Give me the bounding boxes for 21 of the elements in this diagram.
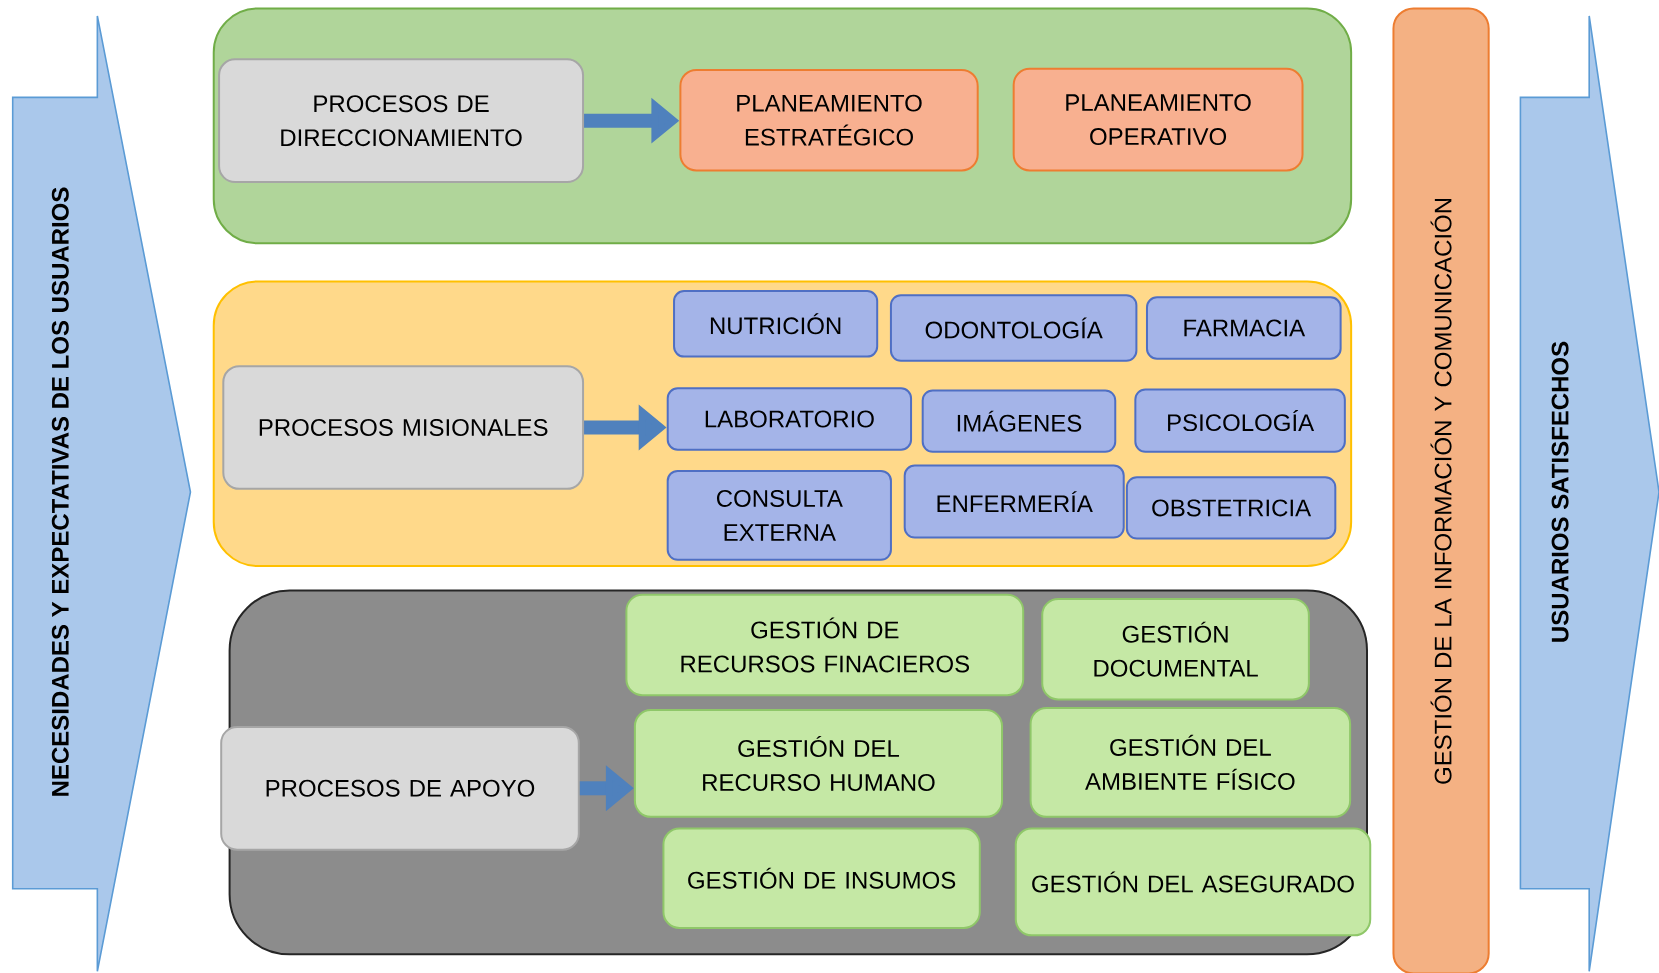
process-box: NUTRICIÓN [673,289,879,358]
process-box: GESTIÓN DEL ASEGURADO [1014,827,1372,937]
process-box: PROCESOS DE APOYO [220,725,580,851]
process-box: IMÁGENES [921,389,1117,453]
process-box: PROCESOS DE DIRECCIONAMIENTO [218,58,585,183]
process-box: FARMACIA [1146,296,1342,360]
process-box: PLANEAMIENTO ESTRATÉGICO [679,68,979,172]
side-bar: GESTIÓN DE LA INFORMACIÓN Y COMUNICACIÓN [1392,7,1490,973]
process-box: GESTIÓN DE INSUMOS [662,827,981,929]
process-box: PROCESOS MISIONALES [222,364,585,490]
process-box: GESTIÓN DE RECURSOS FINACIEROS [625,593,1025,696]
process-box: GESTIÓN DEL AMBIENTE FÍSICO [1029,706,1352,818]
process-box: GESTIÓN DOCUMENTAL [1041,597,1310,701]
process-box: CONSULTA EXTERNA [666,469,892,561]
process-box: LABORATORIO [666,387,913,451]
process-box: PSICOLOGÍA [1134,388,1346,453]
process-box: ODONTOLOGÍA [889,294,1138,362]
process-box: ENFERMERÍA [903,464,1125,539]
process-box: OBSTETRICIA [1125,476,1337,540]
process-box: PLANEAMIENTO OPERATIVO [1012,67,1304,172]
process-box: GESTIÓN DEL RECURSO HUMANO [633,708,1004,818]
